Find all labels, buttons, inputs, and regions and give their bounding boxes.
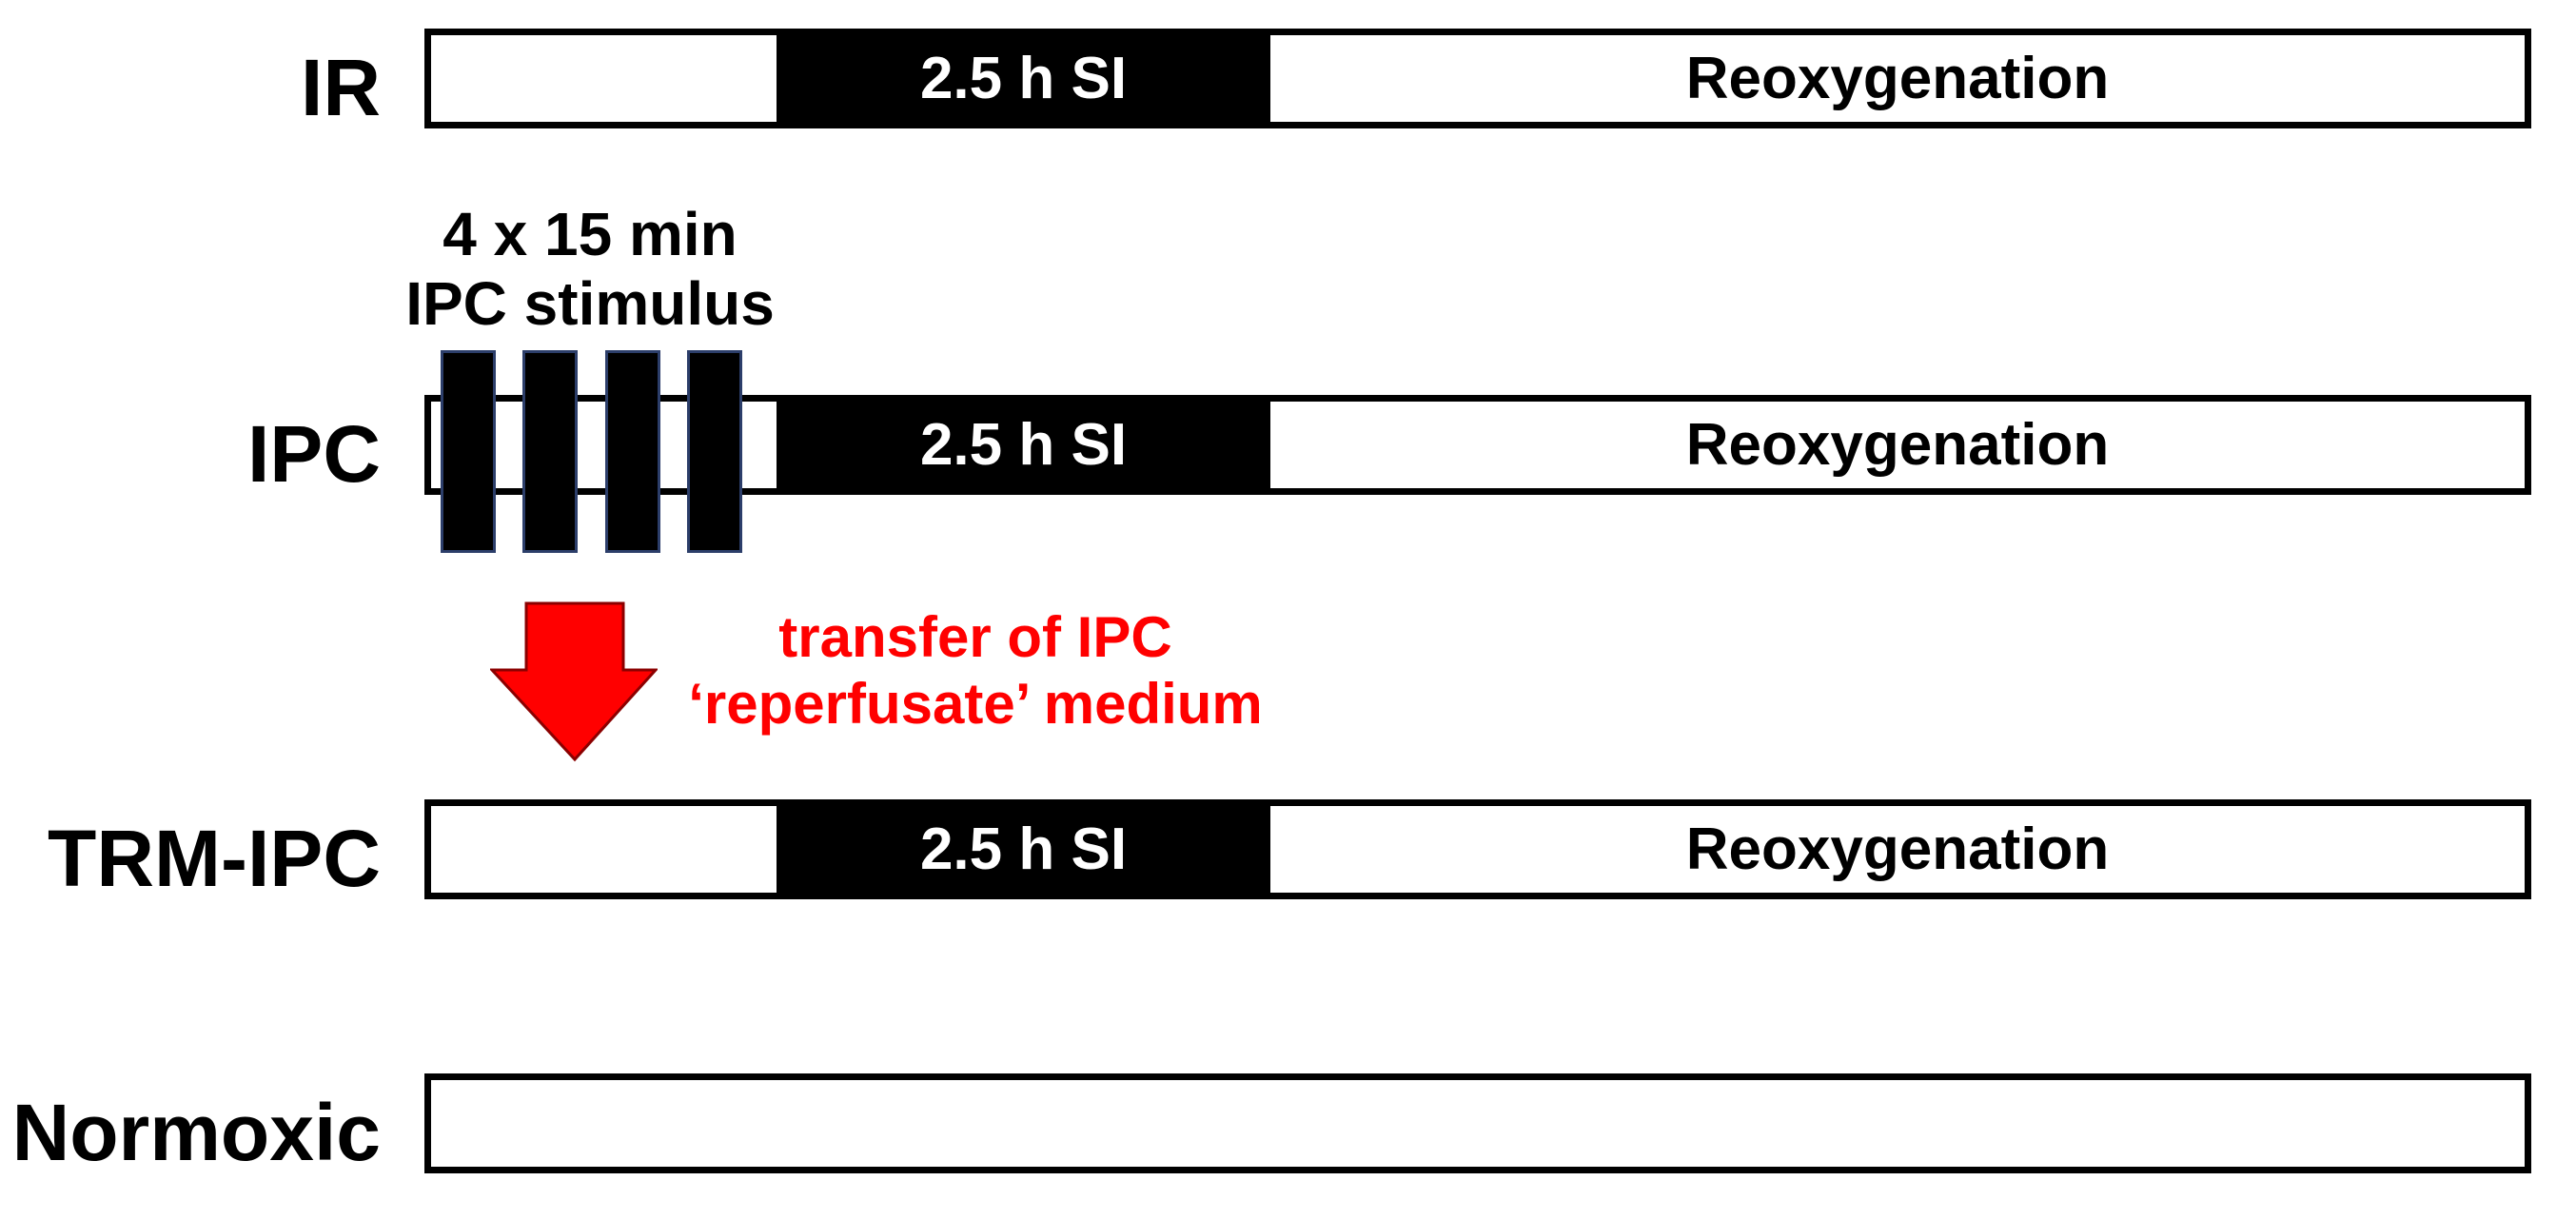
ipc-stimulus-name: IPC stimulus [405, 268, 775, 338]
reoxygenation-segment: Reoxygenation [1685, 46, 2110, 111]
reoxygenation-segment: Reoxygenation [1685, 412, 2110, 478]
transfer-label-line2: ‘reperfusate’ medium [688, 672, 1263, 737]
ipc-stimulus-duration: 4 x 15 min [442, 200, 737, 268]
reoxygenation-segment: Reoxygenation [1685, 817, 2110, 882]
transfer-label-line1: transfer of IPC [778, 605, 1172, 669]
ipc-stimulus-label: 4 x 15 min IPC stimulus [390, 200, 790, 339]
timeline-bar-ir: 2.5 h SI Reoxygenation [424, 29, 2531, 128]
timeline-bar-ipc: 2.5 h SI Reoxygenation [424, 395, 2531, 495]
row-label-trm-ipc: TRM-IPC [48, 814, 381, 903]
timeline-bar-normoxic [424, 1073, 2531, 1173]
simulated-ischemia-segment: 2.5 h SI [777, 806, 1270, 893]
row-label-ir: IR [301, 43, 381, 132]
ipc-stimulus-block [441, 350, 496, 553]
transfer-arrow-icon [490, 601, 658, 762]
row-label-ipc: IPC [246, 409, 381, 499]
ipc-stimulus-block [522, 350, 578, 553]
transfer-label: transfer of IPC ‘reperfusate’ medium [666, 604, 1285, 738]
row-label-normoxic: Normoxic [11, 1088, 381, 1177]
simulated-ischemia-segment: 2.5 h SI [777, 35, 1270, 122]
timeline-bar-trm-ipc: 2.5 h SI Reoxygenation [424, 799, 2531, 899]
ipc-stimulus-block [605, 350, 660, 553]
ipc-stimulus-block [687, 350, 742, 553]
simulated-ischemia-segment: 2.5 h SI [777, 402, 1270, 488]
